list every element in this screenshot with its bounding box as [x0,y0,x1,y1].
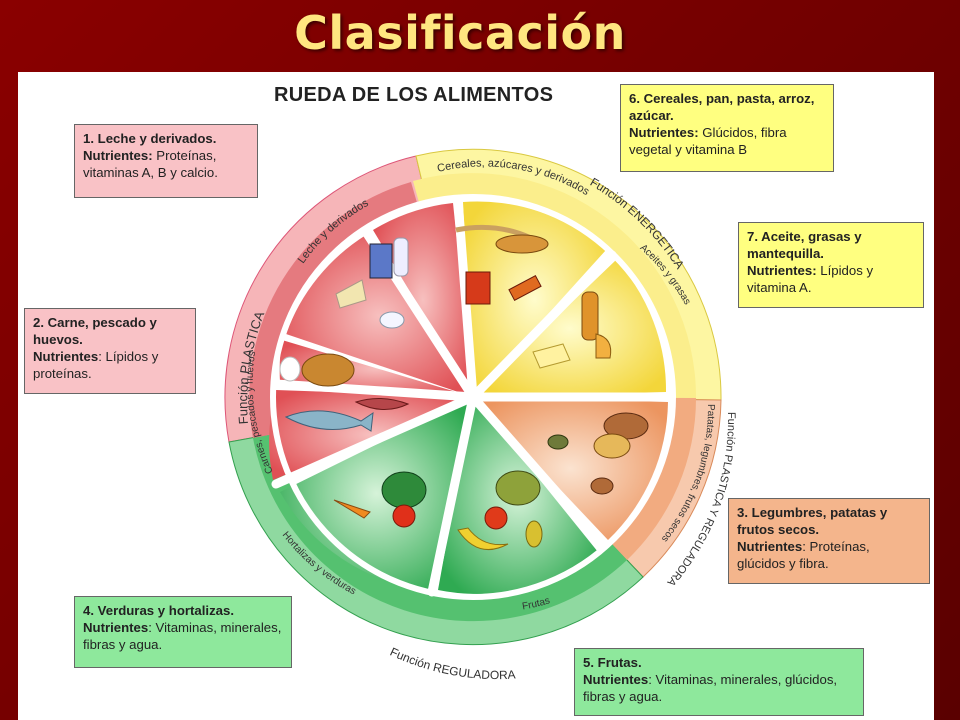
nutrients-text: Glúcidos, fibra vegetal y vitamina B [629,125,787,157]
nutrients-text: : Proteínas, glúcidos y fibra. [737,539,870,571]
nutrients-label: Nutrientes [33,349,99,364]
infobox-heading: 7. Aceite, grasas y mantequilla. [747,229,862,261]
vegetables-illustration [333,471,427,528]
infobox-cereales: 6. Cereales, pan, pasta, arroz, azúcar. … [620,84,834,172]
infobox-leche: 1. Leche y derivados. Nutrientes: Proteí… [74,124,258,198]
infobox-heading: 4. Verduras y hortalizas. [83,603,234,618]
infobox-frutas: 5. Frutas. Nutrientes: Vitaminas, minera… [574,648,864,716]
fruits-illustration [457,470,543,551]
infobox-carne: 2. Carne, pescado y huevos. Nutrientes: … [24,308,196,394]
nutrients-label: Nutrientes: [83,148,153,163]
infobox-heading: 2. Carne, pescado y huevos. [33,315,157,347]
legumes-illustration [547,412,649,495]
infobox-legumbres: 3. Legumbres, patatas y frutos secos. Nu… [728,498,930,584]
food-wheel: Función PLASTICA Función ENERGETICA Func… [224,148,737,682]
infobox-heading: 5. Frutas. [583,655,642,670]
nutrients-text: Lípidos y vitamina A. [747,263,874,295]
infobox-aceite: 7. Aceite, grasas y mantequilla. Nutrien… [738,222,924,308]
cereals-illustration [455,224,549,305]
nutrients-text: : Vitaminas, minerales, fibras y agua. [83,620,282,652]
slide-title: Clasificación [294,6,626,60]
nutrients-label: Nutrientes: [747,263,817,278]
diagram-panel: RUEDA DE LOS ALIMENTOS [18,72,934,720]
infobox-heading: 3. Legumbres, patatas y frutos secos. [737,505,888,537]
infobox-heading: 1. Leche y derivados. [83,131,217,146]
nutrients-text: Proteínas, vitaminas A, B y calcio. [83,148,218,180]
infobox-verduras: 4. Verduras y hortalizas. Nutrientes: Vi… [74,596,292,668]
nutrients-label: Nutrientes [737,539,803,554]
nutrients-label: Nutrientes [583,672,649,687]
nutrients-label: Nutrientes [83,620,149,635]
nutrients-label: Nutrientes: [629,125,699,140]
meat-fish-illustration [279,353,410,432]
wheel-title: RUEDA DE LOS ALIMENTOS [274,84,554,106]
infobox-heading: 6. Cereales, pan, pasta, arroz, azúcar. [629,91,815,123]
oils-illustration [532,291,612,369]
nutrients-text: : Vitaminas, minerales, glúcidos, fibras… [583,672,838,704]
nutrients-text: : Lípidos y proteínas. [33,349,159,381]
dairy-illustration [335,237,409,329]
label-funcion-reguladora: Función REGULADORA [388,645,516,682]
